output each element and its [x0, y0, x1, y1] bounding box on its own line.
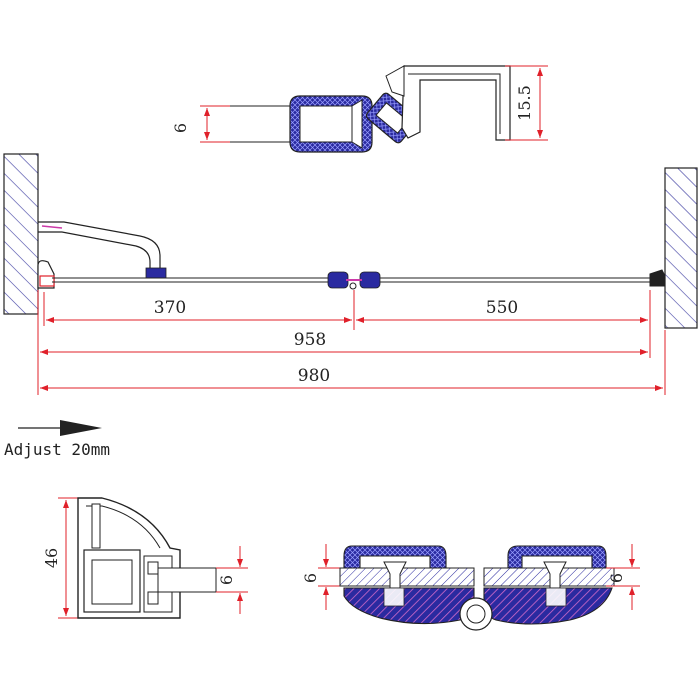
seal-height-dimension: 15.5	[505, 65, 548, 141]
right-span-label: 550	[486, 298, 518, 318]
hinge-glass-left	[339, 567, 475, 587]
adjust-label: Adjust 20mm	[4, 440, 110, 459]
total-span-label: 980	[298, 366, 330, 386]
profile-height-label: 46	[42, 548, 61, 568]
seal-detail: 6 15.5	[171, 65, 548, 153]
glass-span-label: 958	[294, 330, 326, 350]
left-span-label: 370	[154, 298, 186, 318]
seal-height-label: 15.5	[515, 85, 534, 121]
support-arm	[38, 221, 167, 279]
hinge-glass-right-label: 6	[607, 573, 626, 583]
arrow-right-icon	[60, 420, 102, 436]
profile-height-dimension: 46	[42, 497, 82, 619]
left-wall	[3, 153, 39, 315]
profile-glass-label: 6	[217, 575, 236, 585]
center-hinge	[327, 271, 381, 290]
seal-thickness-dimension: 6	[171, 105, 300, 143]
profile-glass	[157, 567, 217, 593]
seal-thickness-label: 6	[171, 123, 190, 133]
hinge-detail: 6 6	[301, 544, 640, 631]
u-profile	[385, 65, 511, 141]
span-dimensions: 370 550 958 980	[37, 290, 666, 395]
hinge-glass-left-label: 6	[301, 573, 320, 583]
end-clamp	[649, 269, 666, 287]
adjust-note: Adjust 20mm	[4, 420, 110, 459]
plan-view: 370 550 958 980 Adjust 20mm	[3, 153, 698, 459]
wall-profile-detail: 46 6	[42, 497, 248, 619]
right-wall	[664, 167, 698, 329]
